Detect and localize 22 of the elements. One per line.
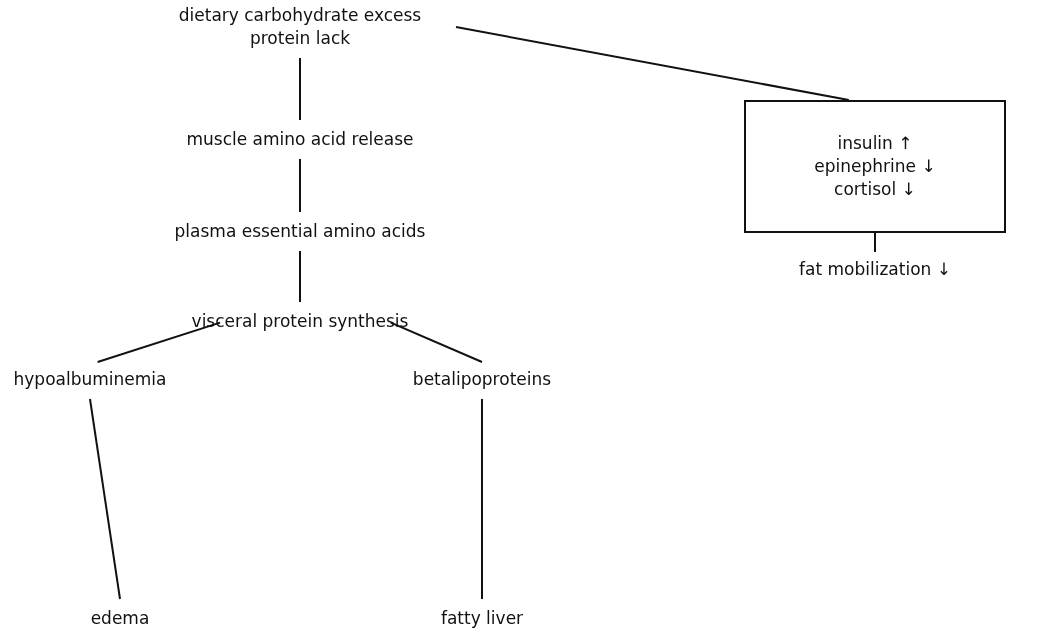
connector-line — [299, 57, 301, 121]
connector-line — [299, 158, 301, 213]
connector-line — [89, 398, 121, 600]
outcome-label: betalipoproteins — [412, 368, 552, 391]
outcome-label: fat mobilization ↓ — [799, 258, 951, 281]
hormone-label: insulin ↑ — [836, 132, 914, 155]
connector-line — [389, 321, 483, 363]
hormone-box — [744, 100, 1006, 233]
step-label: plasma essential amino acids — [174, 220, 426, 243]
outcome-label: fatty liver — [440, 607, 524, 630]
step-label: muscle amino acid release — [186, 128, 414, 151]
outcome-label: hypoalbuminemia — [13, 368, 167, 391]
cause-label: dietary carbohydrate excess protein lack — [177, 4, 423, 50]
connector-line — [299, 250, 301, 303]
hormone-label: epinephrine ↓ — [813, 155, 937, 178]
connector-line — [874, 232, 876, 253]
connector-line — [481, 398, 483, 600]
outcome-label: edema — [90, 607, 150, 630]
hormone-label: cortisol ↓ — [833, 178, 917, 201]
connector-line — [455, 26, 850, 101]
connector-line — [96, 321, 222, 363]
step-label: visceral protein synthesis — [191, 310, 409, 333]
